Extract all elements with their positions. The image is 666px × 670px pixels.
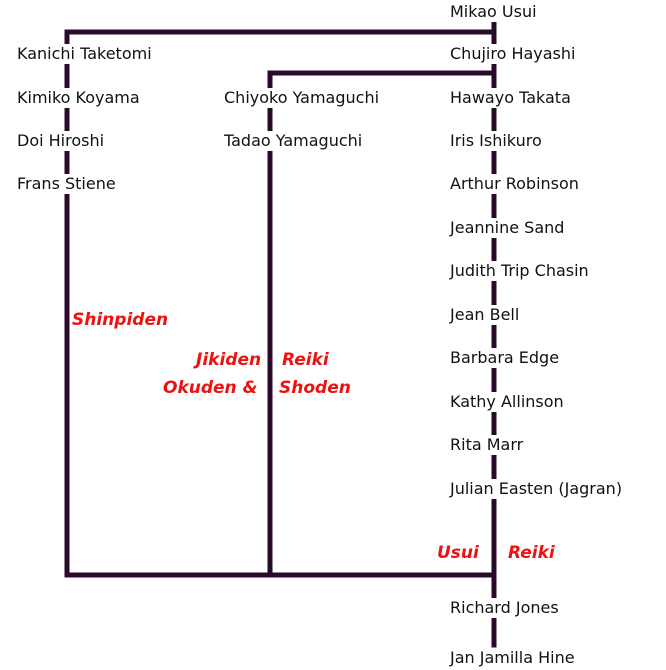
jikiden-branch-line	[267, 70, 497, 578]
member-jeannine-sand: Jeannine Sand	[448, 218, 567, 238]
member-kathy-allinson: Kathy Allinson	[448, 392, 566, 412]
member-julian-easten: Julian Easten (Jagran)	[448, 479, 625, 499]
label-jikiden: Jikiden	[196, 349, 262, 371]
member-chiyoko-yamaguchi: Chiyoko Yamaguchi	[222, 88, 382, 108]
member-rita-marr: Rita Marr	[448, 435, 526, 455]
member-jan-jamilla-hine: Jan Jamilla Hine	[448, 648, 577, 668]
member-iris-ishikuro: Iris Ishikuro	[448, 131, 544, 151]
member-jean-bell: Jean Bell	[448, 305, 522, 325]
member-mikao-usui: Mikao Usui	[448, 2, 539, 22]
label-jikiden-reiki: Reiki	[282, 349, 329, 371]
member-frans-stiene: Frans Stiene	[15, 174, 118, 194]
member-judith-trip-chasin: Judith Trip Chasin	[448, 261, 591, 281]
shinpiden-branch-line	[64, 29, 497, 578]
label-okuden: Okuden &	[163, 377, 258, 399]
label-usui: Usui	[437, 542, 479, 564]
member-arthur-robinson: Arthur Robinson	[448, 174, 581, 194]
label-shinpiden: Shinpiden	[72, 309, 169, 331]
member-chujiro-hayashi: Chujiro Hayashi	[448, 44, 578, 64]
member-kimiko-koyama: Kimiko Koyama	[15, 88, 142, 108]
member-doi-hiroshi: Doi Hiroshi	[15, 131, 107, 151]
member-barbara-edge: Barbara Edge	[448, 348, 562, 368]
label-usui-reiki: Reiki	[508, 542, 555, 564]
member-richard-jones: Richard Jones	[448, 598, 561, 618]
member-tadao-yamaguchi: Tadao Yamaguchi	[222, 131, 365, 151]
member-hawayo-takata: Hawayo Takata	[448, 88, 573, 108]
label-shoden: Shoden	[279, 377, 351, 399]
member-kanichi-taketomi: Kanichi Taketomi	[15, 44, 154, 64]
